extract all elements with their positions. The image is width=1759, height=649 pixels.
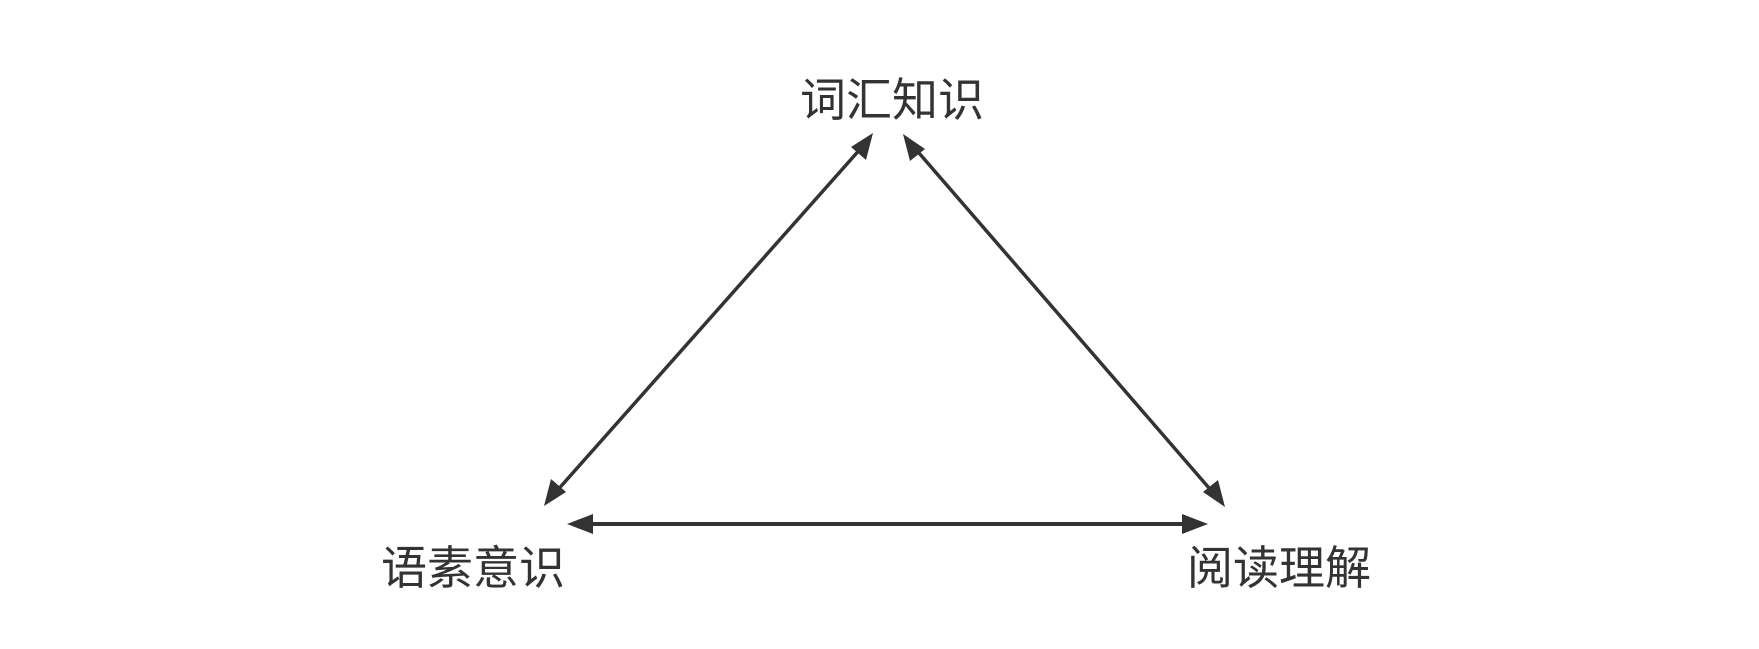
node-vocabulary-knowledge: 词汇知识 <box>800 73 984 127</box>
arrow-top-left <box>544 133 873 506</box>
node-morphological-awareness: 语素意识 <box>381 541 565 595</box>
arrow-top-right <box>903 134 1225 507</box>
arrow-left-right <box>567 514 1208 534</box>
node-reading-comprehension: 阅读理解 <box>1187 541 1371 595</box>
